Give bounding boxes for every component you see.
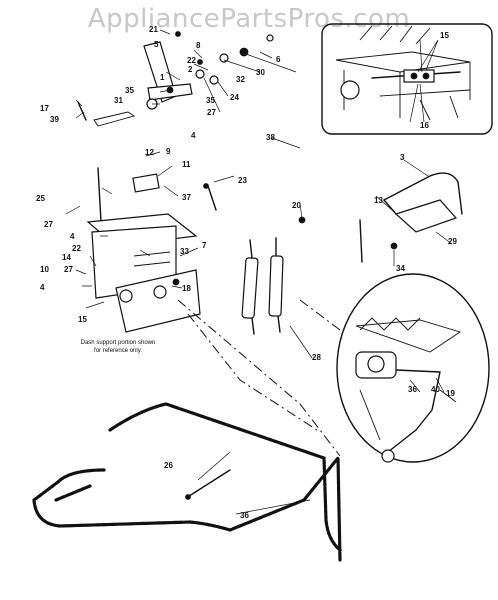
callout-20: 20 bbox=[292, 201, 301, 210]
control-bracket-upper bbox=[93, 31, 274, 127]
callout-15b: 15 bbox=[78, 315, 87, 324]
callout-27b: 27 bbox=[44, 220, 53, 229]
callout-13: 13 bbox=[374, 196, 383, 205]
callout-27a: 27 bbox=[207, 108, 216, 117]
callout-7: 7 bbox=[202, 241, 207, 250]
callout-34: 34 bbox=[396, 264, 405, 273]
callout-18: 18 bbox=[182, 284, 191, 293]
callout-28: 28 bbox=[312, 353, 321, 362]
callout-25: 25 bbox=[36, 194, 45, 203]
callout-6: 6 bbox=[276, 55, 281, 64]
callout-38: 38 bbox=[266, 133, 275, 142]
callout-33: 33 bbox=[180, 247, 189, 256]
callout-15a: 15 bbox=[440, 31, 449, 40]
callout-8: 8 bbox=[196, 41, 201, 50]
callout-16: 16 bbox=[420, 121, 429, 130]
callout-32: 32 bbox=[236, 75, 245, 84]
control-cables bbox=[32, 402, 342, 562]
callout-36b: 36 bbox=[408, 385, 417, 394]
callout-9: 9 bbox=[166, 147, 171, 156]
callout-31: 31 bbox=[114, 96, 123, 105]
gas-springs-28 bbox=[241, 237, 284, 335]
callout-numbers: 21 5 8 6 30 32 22 2 1 24 35 35 31 27 17 … bbox=[36, 25, 457, 520]
callout-10: 10 bbox=[40, 265, 49, 274]
callout-36: 36 bbox=[240, 511, 249, 520]
callout-35b: 35 bbox=[206, 96, 215, 105]
callout-3: 3 bbox=[400, 153, 405, 162]
callout-19: 19 bbox=[446, 389, 455, 398]
callout-11: 11 bbox=[182, 160, 191, 169]
callout-4b: 4 bbox=[70, 232, 75, 241]
upper-handle-left bbox=[69, 39, 115, 121]
inset-frame-bottom-right bbox=[336, 273, 490, 463]
callout-40: 40 bbox=[431, 385, 440, 394]
callout-23: 23 bbox=[238, 176, 247, 185]
callout-27c: 27 bbox=[64, 265, 73, 274]
callout-17: 17 bbox=[40, 104, 49, 113]
callout-2: 2 bbox=[188, 65, 193, 74]
callout-21: 21 bbox=[149, 25, 158, 34]
callout-22b: 22 bbox=[72, 244, 81, 253]
callout-26: 26 bbox=[164, 461, 173, 470]
callout-4c: 4 bbox=[40, 283, 45, 292]
reference-lines bbox=[177, 299, 341, 457]
dash-support-note-line2: for reference only. bbox=[94, 348, 142, 354]
callout-37: 37 bbox=[182, 193, 191, 202]
callout-30: 30 bbox=[256, 68, 265, 77]
inset-frame-top-right bbox=[321, 23, 493, 135]
drive-bail-3 bbox=[383, 172, 463, 233]
callout-5: 5 bbox=[154, 40, 159, 49]
dash-panel bbox=[86, 173, 217, 333]
callout-35a: 35 bbox=[125, 86, 134, 95]
callout-1: 1 bbox=[160, 73, 165, 82]
callout-12: 12 bbox=[145, 148, 154, 157]
dash-support-note-line1: Dash support portion shown bbox=[81, 340, 156, 346]
leader-lines bbox=[65, 29, 453, 515]
handle-right bbox=[293, 139, 398, 293]
callout-4a: 4 bbox=[191, 131, 196, 140]
callout-29: 29 bbox=[448, 237, 457, 246]
callout-14: 14 bbox=[62, 253, 71, 262]
callout-24: 24 bbox=[230, 93, 239, 102]
callout-39: 39 bbox=[50, 115, 59, 124]
callout-22: 22 bbox=[187, 56, 196, 65]
